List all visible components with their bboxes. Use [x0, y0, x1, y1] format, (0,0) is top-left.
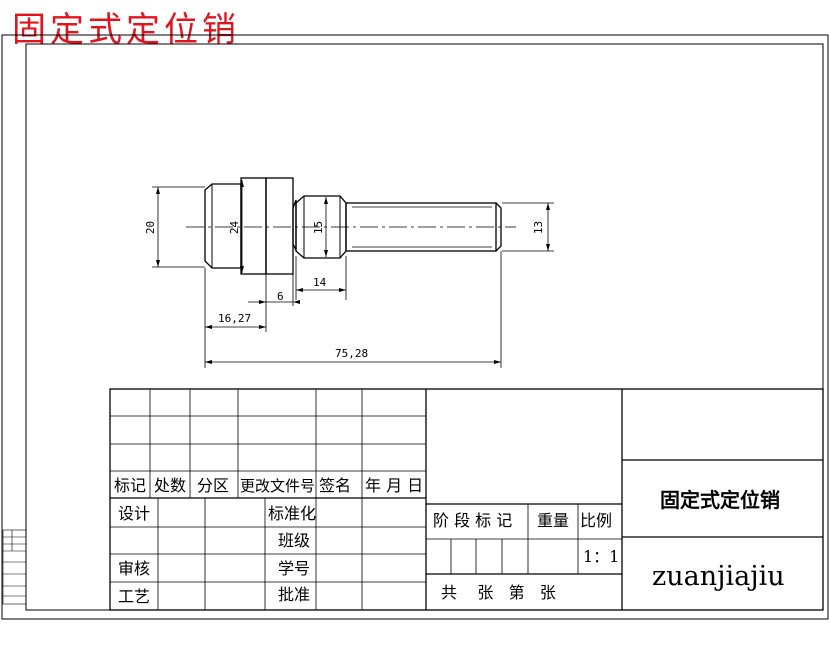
label-stage-mark: 阶 段 标 记 — [433, 511, 513, 530]
header-count: 处数 — [154, 476, 187, 495]
header-change-doc: 更改文件号 — [240, 477, 316, 495]
dimension-arrows — [156, 180, 550, 364]
label-approve: 批准 — [278, 585, 311, 604]
label-class: 班级 — [278, 531, 311, 550]
edge-stamp-table — [2, 529, 27, 605]
title-block-grid — [109, 388, 824, 611]
header-mark: 标记 — [114, 476, 147, 495]
dim-15: 15 — [312, 220, 326, 235]
label-scale: 比例 — [580, 511, 613, 530]
dim-13: 13 — [532, 220, 546, 235]
label-process: 工艺 — [118, 587, 151, 606]
header-signature: 签名 — [319, 476, 352, 495]
label-design: 设计 — [118, 504, 151, 523]
header-date: 年 月 日 — [365, 476, 424, 495]
dim-20: 20 — [144, 220, 158, 235]
inner-border — [25, 43, 824, 611]
header-zone: 分区 — [197, 476, 230, 495]
dim-75-28: 75,28 — [335, 347, 369, 360]
label-weight: 重量 — [537, 511, 570, 530]
scale-value: 1：1 — [583, 547, 620, 566]
dim-16-27: 16,27 — [218, 312, 252, 325]
part-outline — [204, 177, 502, 275]
label-standardize: 标准化 — [268, 504, 317, 523]
label-student-id: 学号 — [278, 559, 311, 578]
label-review: 审核 — [118, 559, 151, 578]
label-sheets: 共 张 第 张 — [441, 583, 556, 602]
dim-6: 6 — [277, 290, 284, 303]
dimension-lines — [152, 180, 554, 368]
dim-24: 24 — [228, 220, 242, 235]
outer-border — [1, 34, 829, 620]
organization-name: zuanjiajiu — [652, 561, 785, 592]
part-name: 固定式定位销 — [660, 488, 780, 512]
page-title: 固定式定位销 — [12, 10, 240, 50]
dim-14: 14 — [313, 276, 327, 289]
